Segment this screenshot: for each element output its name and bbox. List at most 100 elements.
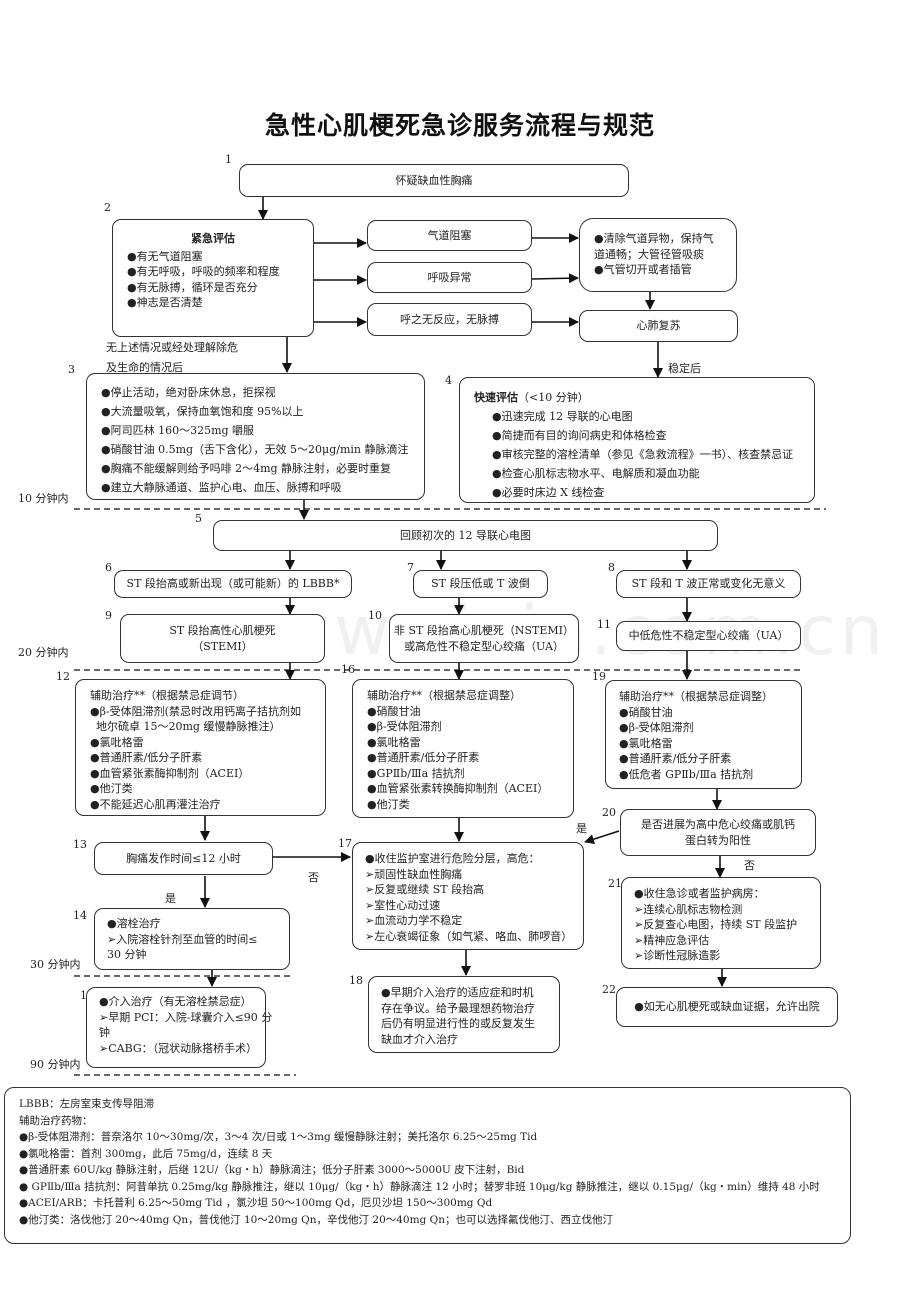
box-19-item: ●硝酸甘油 [619,705,673,719]
box-discharge: ●如无心肌梗死或缺血证据，允许出院 [616,987,838,1027]
box-19-item: 辅助治疗**（根据禁忌症调整） [619,690,773,703]
step-number-10: 10 [368,609,382,622]
box-4-item: ●审核完整的溶栓清单（参见《急救流程》一书）、核查禁忌证 [492,448,794,461]
box-4-heading-suffix: （<10 分钟） [518,391,589,404]
box-st-normal: ST 段和 T 波正常或变化无意义 [616,570,801,598]
yes-label-20: 是 [576,822,587,835]
box-interventional-therapy: ●介入治疗（有无溶栓禁忌症） ➢早期 PCI：入院-球囊介入≤90 分 钟 ➢C… [86,987,272,1068]
box-icu-risk-stratification: ●收住监护室进行危险分层，高危： ➢顽固性缺血性胸痛 ➢反复或继续 ST 段抬高… [352,842,584,950]
box-2-heading: 紧急评估 [191,232,235,245]
box-12-item: ●血管紧张素酶抑制剂（ACEI） [90,766,250,780]
box-12-item: 地尔硫卓 15～20mg 缓慢静脉推注） [96,720,281,733]
box-19-item: ●氯吡格雷 [619,736,673,750]
box-ua-adjunct-therapy: 辅助治疗**（根据禁忌症调整） ●硝酸甘油 ●β-受体阻滞剂 ●氯吡格雷 ●普通… [605,680,802,789]
no-above-note-line-1: 无上述情况或经处理解除危 [106,341,238,354]
box-airway-treatment: ●清除气道异物，保持气 道通畅；大管径管吸痰 ●气管切开或者插管 [579,218,737,292]
box-14-item: ➢入院溶栓针剂至血管的时间≤ [107,932,258,946]
box-3-item: ●停止活动，绝对卧床休息，拒探视 [101,386,276,399]
box-12-item: ●β-受体阻滞剂(禁忌时改用钙离子拮抗剂如 [90,704,301,718]
box-3-item: ●阿司匹林 160～325mg 嚼服 [101,424,255,437]
box-20-line: 是否进展为高中危心绞痛或肌钙 [641,818,795,831]
box-11-text: 中低危性不稳定型心绞痛（UA） [628,629,789,643]
step-number-22: 22 [602,983,616,996]
box-progression-check: 是否进展为高中危心绞痛或肌钙 蛋白转为阳性 [620,809,816,856]
box-4-item: ●必要时床边 X 线检查 [492,486,605,499]
airway-treatment-item: 道通畅；大管径管吸痰 [594,247,704,261]
box-18-item: 存在争议。给予最理想药物治疗 [381,1001,535,1015]
box-21-item: ➢连续心肌标志物检测 [634,902,743,916]
box-no-response-no-pulse: 呼之无反应，无脉搏 [367,303,532,336]
box-16-item: ●血管紧张素转换酶抑制剂（ACEI） [367,782,549,795]
box-stemi: ST 段抬高性心肌梗死 （STEMI） [120,614,325,663]
step-number-2: 2 [104,201,111,214]
step-number-14: 14 [73,909,87,922]
box-cpr: 心肺复苏 [579,310,738,342]
box-17-item: ➢反复或继续 ST 段抬高 [365,883,485,896]
box-18-item: ●早期介入治疗的适应症和时机 [381,986,534,999]
box-8-text: ST 段和 T 波正常或变化无意义 [631,577,786,591]
box-4-item: ●简捷而有目的询问病史和体格检查 [492,429,667,442]
box-airway-obstruction: 气道阻塞 [367,220,532,251]
legend-line: 辅助治疗药物： [19,1114,93,1127]
legend-notes: LBBB：左房室束支传导阻滞 辅助治疗药物： ●β-受体阻滞剂：普奈洛尔 10～… [4,1087,851,1244]
box-3-item: ●建立大静脉通道、监护心电、血压、脉搏和呼吸 [101,481,342,494]
box-2-item: ●神志是否清楚 [127,296,203,309]
legend-line: LBBB：左房室束支传导阻滞 [19,1098,155,1110]
box-2-item: ●有无气道阻塞 [127,249,203,263]
box-suspected-ischemic-chest-pain: 怀疑缺血性胸痛 [239,164,629,197]
legend-line: ●氯吡格雷：首剂 300mg，此后 75mg/d，连续 8 天 [19,1147,273,1160]
box-initial-treatment: ●停止活动，绝对卧床休息，拒探视 ●大流量吸氧，保持血氧饱和度 95%以上 ●阿… [86,373,425,500]
step-number-4: 4 [445,374,452,387]
box-thrombolysis: ●溶栓治疗 ➢入院溶栓针剂至血管的时间≤ 30 分钟 [94,908,290,970]
box-16-item: ●硝酸甘油 [367,704,421,718]
box-20-line: 蛋白转为阳性 [685,833,751,847]
time-label-90min: 90 分钟内 [30,1058,81,1071]
box-13-text: 胸痛发作时间≤12 小时 [126,851,241,865]
box-rapid-assessment: 快速评估（<10 分钟） ●迅速完成 12 导联的心电图 ●简捷而有目的询问病史… [459,377,815,503]
box-18-item: 缺血才介入治疗 [381,1032,458,1046]
legend-line: ●他汀类：洛伐他汀 20～40mg Qn，普伐他汀 10～20mg Qn，辛伐他… [19,1213,613,1226]
arrow-20-17 [584,830,620,844]
legend-line: ● GPⅡb/Ⅲa 拮抗剂：阿昔单抗 0.25mg/kg 静脉推注，继以 10μ… [19,1180,820,1193]
box-17-item: ➢室性心动过速 [365,898,441,912]
after-stable-label: 稳定后 [668,362,701,375]
box-12-item: ●氯吡格雷 [90,735,144,749]
box-12-item: 辅助治疗**（根据禁忌症调节） [90,689,244,702]
box-22-text: ●如无心肌梗死或缺血证据，允许出院 [634,1000,820,1014]
box-12-item: ●他汀类 [90,782,133,795]
step-number-12: 12 [56,670,70,683]
box-12-item: ●普通肝素/低分子肝素 [90,751,203,764]
box-14-item: ●溶栓治疗 [107,917,161,930]
box-12-item: ●不能延迟心肌再灌注治疗 [90,797,221,811]
box-16-item: ●他汀类 [367,797,410,811]
yes-label-13: 是 [165,892,176,905]
box-15-item: ➢CABG：（冠状动脉搭桥手术） [99,1041,258,1055]
box-breathing-abnormal: 呼吸异常 [367,262,532,293]
legend-line: ●β-受体阻滞剂：普奈洛尔 10～30mg/次，3～4 次/日或 1～3mg 缓… [19,1131,538,1143]
box-3-item: ●胸痛不能缓解则给予吗啡 2～4mg 静脉注射，必要时重复 [101,462,392,475]
step-number-1: 1 [225,153,232,166]
no-label-13: 否 [308,871,319,884]
airway-treatment-item: ●清除气道异物，保持气 [594,232,714,245]
step-number-21: 21 [608,877,622,890]
no-response-text: 呼之无反应，无脉搏 [400,312,499,326]
step-number-18: 18 [349,974,363,987]
box-16-item: ●普通肝素/低分子肝素 [367,751,480,764]
box-9-line: （STEMI） [192,639,253,653]
box-2-item: ●有无脉搏，循环是否充分 [127,280,258,294]
step-number-6: 6 [105,561,112,574]
arrow-breath-treat [531,273,579,284]
step-number-17: 17 [338,837,352,850]
box-nstemi: 非 ST 段抬高心肌梗死（NSTEMI） 或高危性不稳定型心绞痛（UA） [389,614,579,663]
box-4-heading: 快速评估 [474,391,518,404]
box-17-item: ➢顽固性缺血性胸痛 [365,867,463,881]
no-above-note-line-2: 及生命的情况后 [106,361,183,374]
airway-obstruction-text: 气道阻塞 [427,228,472,242]
legend-line: ●普通肝素 60U/kg 静脉注射，后继 12U/（kg・h）静脉滴注；低分子肝… [19,1164,525,1176]
box-16-item: ●β-受体阻滞剂 [367,720,442,733]
no-label-20: 否 [744,859,755,872]
box-review-ecg: 回顾初次的 12 导联心电图 [213,520,718,551]
box-16-item: 辅助治疗**（根据禁忌症调整） [367,689,521,702]
box-1-text: 怀疑缺血性胸痛 [395,173,473,187]
box-16-item: ●氯吡格雷 [367,735,421,749]
